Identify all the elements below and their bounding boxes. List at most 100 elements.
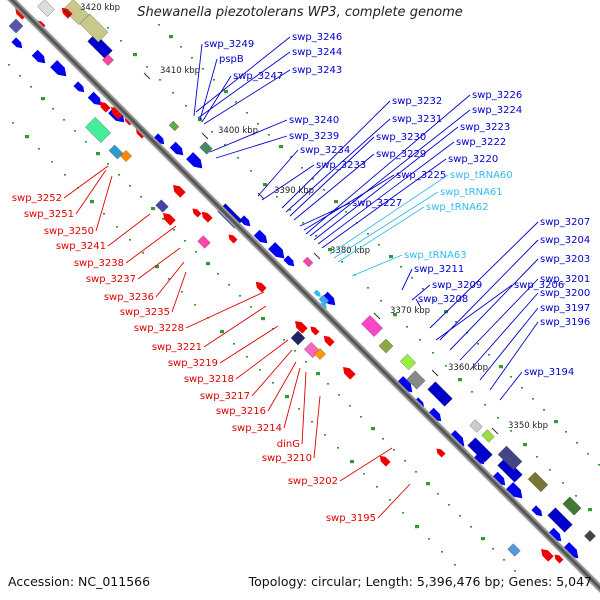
- plus-strand-label-leader: [313, 126, 459, 241]
- gc-dot: [576, 442, 578, 444]
- feature-block: [481, 429, 495, 443]
- minus-gene: [436, 448, 446, 458]
- gc-dot: [129, 239, 131, 241]
- gc-dot: [276, 196, 278, 198]
- gc-dot: [432, 352, 434, 354]
- minus-gene: [111, 107, 124, 120]
- plus-strand-label-leader: [469, 292, 539, 371]
- minus-strand-label: swp_3219: [168, 358, 218, 369]
- plus-strand-label-leader: [439, 239, 539, 341]
- scale-tick-mark: [143, 72, 151, 80]
- scale-tick-label: 3360 kbp: [448, 363, 488, 373]
- plus-strand-label-leader: [489, 321, 539, 391]
- gc-dot: [285, 395, 289, 399]
- minus-strand-label-leader: [283, 367, 301, 429]
- minus-strand-label: swp_3216: [216, 406, 266, 417]
- gc-dot: [250, 306, 252, 308]
- minus-gene: [99, 101, 111, 113]
- plus-gene: [547, 527, 562, 542]
- gc-dot: [172, 92, 174, 94]
- gc-dot: [158, 24, 160, 26]
- gc-dot: [536, 456, 538, 458]
- gc-dot: [402, 512, 404, 514]
- trna-gene: [319, 301, 327, 309]
- gc-dot: [162, 218, 164, 220]
- gc-dot: [12, 122, 14, 124]
- gc-dot: [118, 174, 120, 176]
- scale-tick-mark: [313, 252, 321, 260]
- gc-dot: [338, 394, 340, 396]
- gc-dot: [302, 222, 304, 224]
- scale-tick-mark: [431, 369, 439, 377]
- trna-label-leader: [333, 191, 439, 259]
- plus-strand-label-leader: [293, 153, 375, 221]
- feature-block: [85, 117, 111, 143]
- minus-strand-label-leader: [235, 339, 289, 380]
- minus-strand-label: dinG: [277, 439, 300, 450]
- plus-strand-label: swp_3196: [540, 317, 590, 328]
- map-title: Shewanella piezotolerans WP3, complete g…: [137, 5, 463, 20]
- trna-label: swp_tRNA62: [426, 202, 489, 213]
- plus-strand-label: swp_3227: [352, 198, 402, 209]
- feature-block: [108, 144, 124, 160]
- gc-dot: [488, 354, 490, 356]
- minus-gene: [541, 549, 554, 562]
- plus-gene: [448, 430, 465, 447]
- plus-strand-label: swp_3234: [300, 145, 350, 156]
- plus-strand-label-leader: [281, 100, 391, 209]
- plus-strand-label-leader: [197, 51, 291, 119]
- plus-strand-label: swp_3231: [392, 114, 442, 125]
- plus-strand-label-leader: [317, 141, 455, 245]
- gc-dot: [25, 135, 29, 139]
- plus-strand-label-leader: [257, 149, 299, 197]
- plus-gene: [473, 453, 485, 465]
- gc-dot: [503, 559, 505, 561]
- scale-tick-mark: [373, 312, 381, 320]
- feature-block: [302, 256, 314, 268]
- minus-strand-label-leader: [251, 349, 293, 397]
- gc-dot: [371, 427, 375, 431]
- plus-gene: [491, 471, 506, 486]
- feature-block: [168, 120, 180, 132]
- minus-strand-label: swp_3241: [56, 241, 106, 252]
- gc-dot: [510, 430, 512, 432]
- gc-dot: [257, 123, 259, 125]
- gc-dot: [195, 251, 197, 253]
- feature-block: [378, 338, 394, 354]
- gc-dot: [224, 144, 226, 146]
- feature-block: [37, 0, 55, 17]
- plus-gene: [11, 37, 23, 49]
- scale-tick-mark: [491, 427, 499, 435]
- gc-dot: [422, 288, 424, 290]
- plus-strand-label-leader: [499, 371, 523, 401]
- minus-gene: [201, 211, 213, 223]
- minus-strand-label-leader: [185, 291, 265, 329]
- gc-dot: [411, 277, 413, 279]
- minus-strand-label-leader: [301, 371, 307, 445]
- minus-strand-label: swp_3202: [288, 476, 338, 487]
- scale-tick-label: 3370 kbp: [390, 306, 430, 316]
- trna-label-leader: [351, 254, 403, 277]
- minus-strand-label-leader: [107, 213, 151, 247]
- gc-dot: [324, 434, 326, 436]
- gc-dot: [169, 35, 173, 39]
- plus-strand-label-leader: [411, 284, 431, 301]
- plus-strand-label-leader: [215, 135, 288, 159]
- feature-track: [8, 0, 596, 564]
- gc-dot: [499, 365, 503, 369]
- plus-strand-label: swp_3243: [292, 65, 342, 76]
- backbone-line-core: [9, 0, 600, 591]
- gc-dot: [211, 131, 213, 133]
- plus-gene: [186, 152, 203, 169]
- gc-dot: [85, 141, 87, 143]
- gc-dot: [250, 170, 252, 172]
- gc-dot: [173, 229, 175, 231]
- gc-dot: [213, 79, 215, 81]
- gc-dot: [63, 119, 65, 121]
- plus-strand-label-leader: [429, 221, 539, 329]
- gc-dot: [268, 134, 270, 136]
- trna-label: swp_tRNA61: [440, 187, 503, 198]
- gc-dot: [180, 46, 182, 48]
- trna-label: swp_tRNA60: [450, 170, 513, 181]
- minus-strand-label-leader: [75, 169, 107, 215]
